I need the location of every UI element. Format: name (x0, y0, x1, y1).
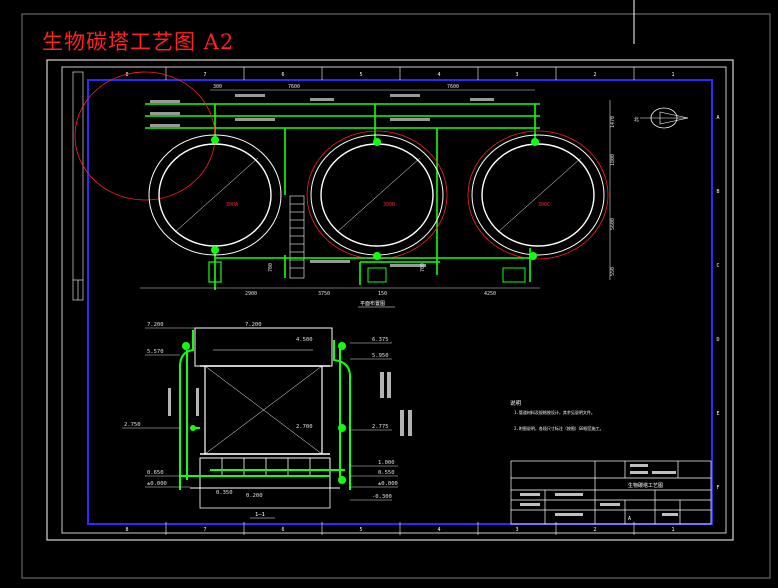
plan-dim-top-3: 7600 (447, 84, 459, 90)
plan-dim-right-4: 550 (610, 267, 616, 276)
notes: 说明 1.管道材料及规格按设计，其余见说明文件。 2.附图说明，各段尺寸标注（按… (510, 399, 604, 431)
plan-dim-top-1: 300 (213, 84, 222, 90)
binding-strip (72, 71, 84, 301)
tank-label-a: 300A (226, 202, 238, 208)
plan-dim-bot-1: 2900 (245, 291, 257, 297)
elev-right-1: 6.375 (372, 337, 389, 343)
grid-columns-top: 8 7 6 5 4 3 2 1 (125, 67, 675, 80)
elev-right-2: 5.950 (372, 353, 389, 359)
title-block (510, 460, 712, 525)
grid-row-label: B (716, 189, 719, 195)
elev-right-6: ±0.000 (378, 481, 398, 487)
grid-row-label: E (716, 411, 719, 417)
tank-300c: 300C (467, 130, 609, 260)
grid-rows-right: A B C D E F (716, 115, 719, 491)
note-1: 1.管道材料及规格按设计，其余见说明文件。 (514, 409, 595, 415)
elev-bot-2: 0.200 (246, 493, 263, 499)
grid-column-label: 6 (281, 72, 284, 78)
grid-column-label: 8 (125, 527, 128, 533)
plan-view: 300 7600 7600 (74, 71, 616, 308)
elev-right-4: 1.000 (378, 460, 395, 466)
grid-row-label: A (716, 115, 719, 121)
north-label: 北 (634, 116, 639, 123)
grid-column-label: 2 (593, 527, 596, 533)
plan-dim-right-1: 1470 (610, 116, 616, 128)
plan-view-title: 平面布置图 (360, 300, 385, 307)
plan-dim-left-2: 700 (420, 263, 426, 272)
grid-column-label: 7 (203, 72, 206, 78)
plan-dim-bot-4: 4250 (484, 291, 496, 297)
outer-frame (21, 13, 771, 579)
elev-left-4: 0.650 (147, 470, 164, 476)
grid-column-label: 5 (359, 72, 362, 78)
section-view: 7.200 5.570 2.750 0.650 ±0.000 7.200 4.5… (122, 322, 412, 519)
elev-mid-1: 2.700 (296, 424, 313, 430)
plan-dim-right-3: 5600 (610, 218, 616, 230)
elev-bot-1: 0.350 (216, 490, 233, 496)
plan-dim-right-2: 1800 (610, 154, 616, 166)
drawing-title: 生物碳塔工艺图 A2 (42, 30, 235, 54)
grid-column-label: 8 (125, 72, 128, 78)
grid-column-label: 4 (437, 72, 440, 78)
elev-top-2: 4.500 (296, 337, 313, 343)
grid-row-label: D (716, 337, 719, 343)
elev-right-3: 2.775 (372, 424, 389, 430)
grid-column-label: 5 (359, 527, 362, 533)
plan-dim-top-2: 7600 (288, 84, 300, 90)
tank-label-b: 300B (383, 202, 395, 208)
elev-left-1: 7.200 (147, 322, 164, 328)
grid-columns-bottom: 8 7 6 5 4 3 2 1 (125, 522, 675, 535)
plan-dim-bot-2: 3750 (318, 291, 330, 297)
grid-column-label: 3 (515, 72, 518, 78)
tank-label-c: 300C (538, 202, 550, 208)
note-2: 2.附图说明，各段尺寸标注（按图）GB规范施工。 (514, 425, 604, 431)
grid-column-label: 3 (515, 527, 518, 533)
elev-top-1: 7.200 (245, 322, 262, 328)
tank-300b: 300B (306, 130, 448, 260)
sheet-inner-border (61, 66, 727, 534)
grid-row-label: C (716, 263, 719, 269)
title-block-sheet: A (628, 516, 631, 522)
plan-dim-left-1: 700 (268, 263, 274, 272)
grid-column-label: 2 (593, 72, 596, 78)
elev-right-5: 0.550 (378, 470, 395, 476)
plan-pipes (145, 103, 540, 290)
sheet-border (46, 59, 734, 541)
grid-column-label: 1 (671, 527, 674, 533)
title-block-drawing-name: 生物碳塔工艺图 (628, 482, 663, 489)
elev-left-5: ±0.000 (147, 481, 167, 487)
tank-300a: 300A (74, 71, 282, 256)
plan-stairs (289, 195, 305, 279)
grid-column-label: 7 (203, 527, 206, 533)
grid-column-label: 1 (671, 72, 674, 78)
drawing-frame (87, 79, 713, 525)
north-arrow: 北 (634, 107, 689, 129)
grid-column-label: 6 (281, 527, 284, 533)
elev-right-7: -0.300 (372, 494, 392, 500)
elev-left-3: 2.750 (124, 422, 141, 428)
notes-heading: 说明 (510, 399, 522, 407)
plan-pipe-tags (150, 94, 494, 267)
grid-column-label: 4 (437, 527, 440, 533)
plan-dim-bot-3: 150 (378, 291, 387, 297)
elev-left-2: 5.570 (147, 349, 164, 355)
section-view-title: 1—1 (255, 512, 265, 518)
grid-row-label: F (716, 485, 719, 491)
